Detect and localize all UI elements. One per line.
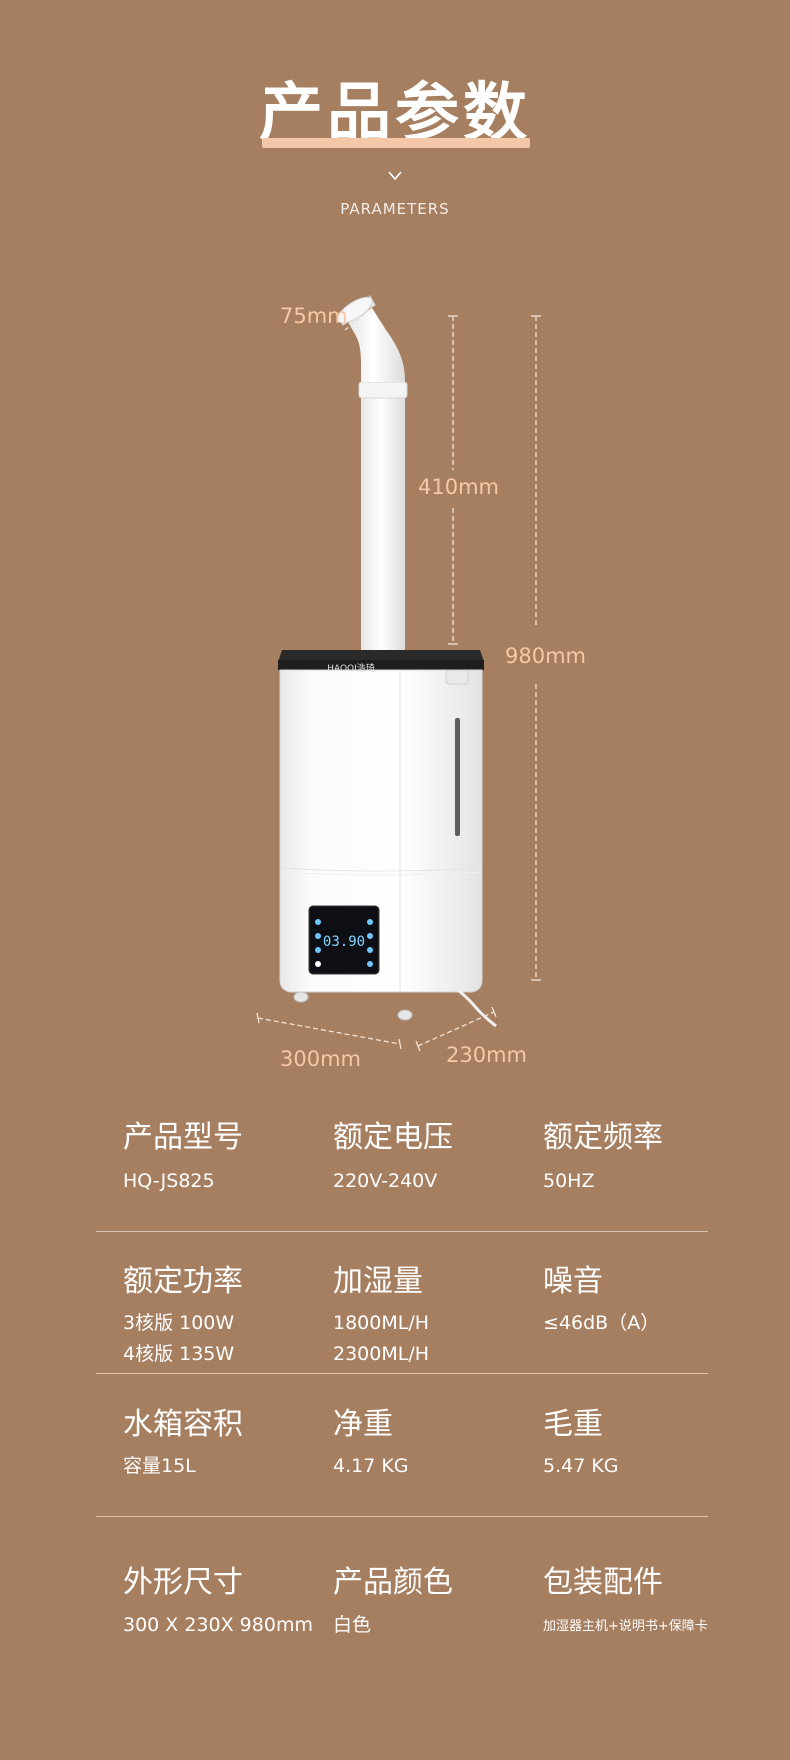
divider [96, 1516, 708, 1517]
spec-value-net-weight: 4.17 KG [333, 1455, 409, 1477]
spec-value-humidification-1: 1800ML/H [333, 1312, 430, 1334]
divider [96, 1231, 708, 1232]
divider [96, 1373, 708, 1374]
spec-value-accessories: 加湿器主机+说明书+保障卡 [543, 1619, 708, 1634]
spec-label-model: 产品型号 [123, 1120, 243, 1155]
spec-value-color: 白色 [333, 1614, 372, 1636]
spec-value-power-4core: 4核版 135W [123, 1343, 235, 1365]
chevron-down-icon [388, 171, 402, 181]
spec-value-frequency: 50HZ [543, 1170, 595, 1192]
spec-label-accessories: 包装配件 [543, 1565, 663, 1600]
spec-value-tank: 容量15L [123, 1455, 196, 1477]
spec-label-power: 额定功率 [123, 1264, 243, 1299]
spec-label-color: 产品颜色 [333, 1565, 453, 1600]
spec-value-humidification-2: 2300ML/H [333, 1343, 430, 1365]
dimension-lines [256, 307, 541, 1052]
dimension-total-height: 980mm [505, 644, 586, 668]
spec-label-noise: 噪音 [543, 1264, 603, 1299]
spec-label-net-weight: 净重 [333, 1407, 393, 1442]
spec-value-voltage: 220V-240V [333, 1170, 438, 1192]
dimension-pipe-height: 410mm [418, 475, 499, 499]
mist-pipe [336, 294, 408, 654]
spec-label-humidification: 加湿量 [333, 1264, 423, 1299]
spec-value-power-3core: 3核版 100W [123, 1312, 235, 1334]
spec-label-voltage: 额定电压 [333, 1120, 453, 1155]
spec-value-noise: ≤46dB（A） [543, 1312, 660, 1334]
title-underline [262, 138, 530, 148]
page-subtitle: PARAMETERS [340, 200, 450, 218]
spec-value-dimensions: 300 X 230X 980mm [123, 1614, 313, 1636]
dimension-width: 300mm [280, 1047, 361, 1071]
spec-label-dimensions: 外形尺寸 [123, 1565, 243, 1600]
dimension-depth: 230mm [446, 1043, 527, 1067]
spec-value-gross-weight: 5.47 KG [543, 1455, 619, 1477]
display-readout: 03.90 [323, 934, 365, 950]
control-panel: 03.90 [308, 905, 380, 975]
humidifier-illustration: HAOQI浩琦 03.90 [256, 294, 541, 1052]
brand-logo: HAOQI浩琦 [327, 662, 375, 674]
spec-label-tank: 水箱容积 [123, 1407, 243, 1442]
spec-value-model: HQ-JS825 [123, 1170, 215, 1192]
dimension-nozzle: 75mm [280, 304, 348, 328]
spec-label-gross-weight: 毛重 [543, 1407, 603, 1442]
spec-label-frequency: 额定频率 [543, 1120, 663, 1155]
